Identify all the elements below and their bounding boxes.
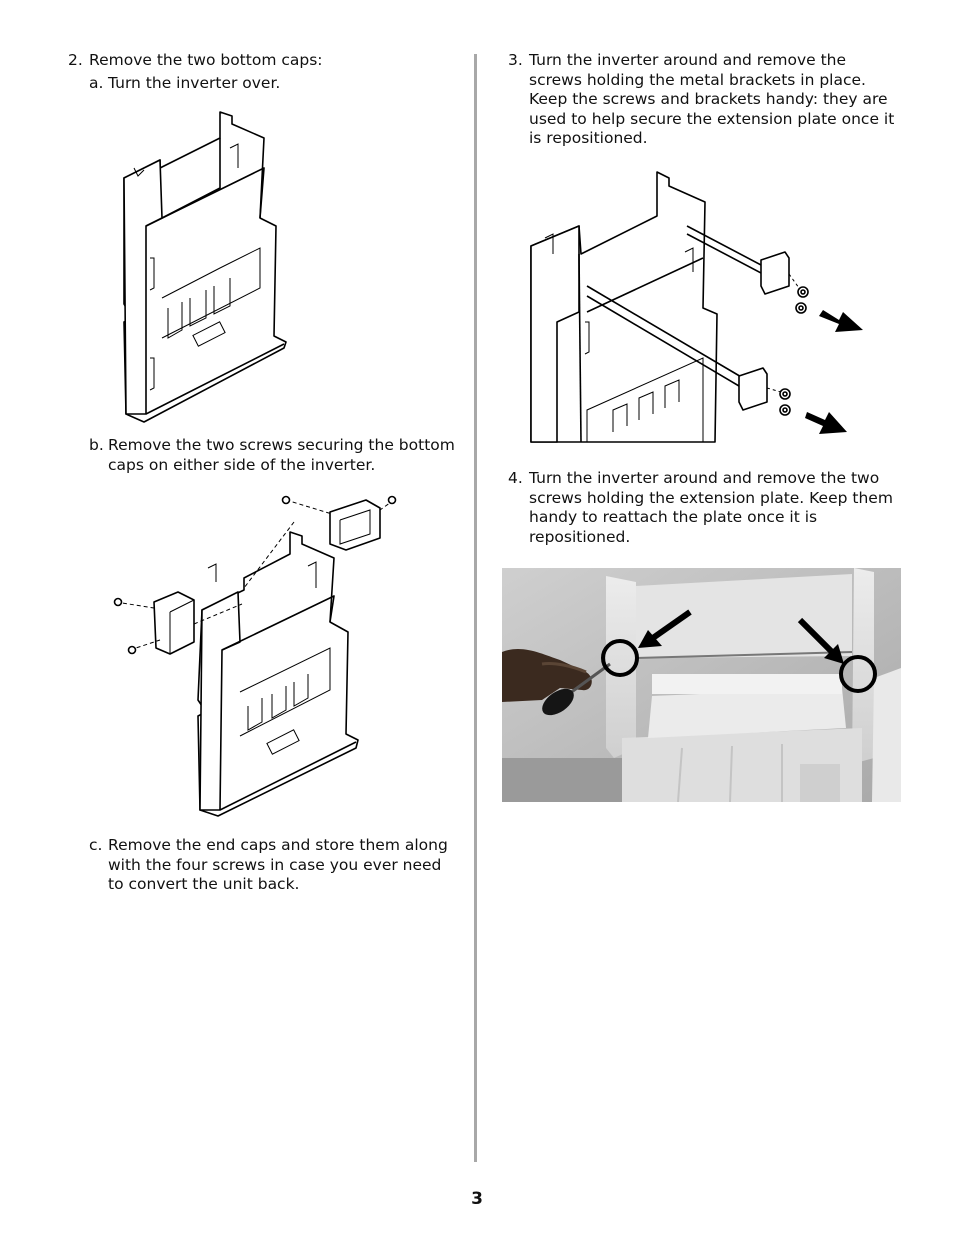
step-2b: b. Remove the two screws securing the bo…	[89, 436, 459, 475]
step-2-text: Remove the two bottom caps:	[89, 51, 323, 69]
step-3-number: 3.	[508, 51, 523, 69]
photo-illustration	[502, 568, 901, 802]
figure-inverter-turned-over	[123, 111, 287, 423]
step-3-text: Turn the inverter around and remove the …	[529, 51, 895, 147]
step-2c-label: c.	[89, 836, 103, 854]
step-2b-label: b.	[89, 436, 104, 454]
step-2c: c. Remove the end caps and store them al…	[89, 836, 459, 895]
step-2-number: 2.	[68, 51, 83, 69]
step-2a: a. Turn the inverter over.	[89, 74, 449, 94]
arrow-icon	[638, 630, 662, 648]
figure-remove-bracket-screws	[530, 171, 863, 443]
column-divider	[474, 54, 477, 1162]
screw-highlight-circle-right	[839, 655, 877, 693]
step-3: 3. Turn the inverter around and remove t…	[508, 51, 902, 149]
step-2: 2. Remove the two bottom caps:	[68, 51, 448, 71]
arrow-icon	[824, 644, 844, 664]
figure-remove-bottom-cap-screws	[113, 495, 397, 817]
step-2b-text: Remove the two screws securing the botto…	[108, 436, 455, 474]
step-4: 4. Turn the inverter around and remove t…	[508, 469, 902, 547]
step-2a-text: Turn the inverter over.	[108, 74, 281, 92]
photo-extension-plate-screws	[502, 568, 901, 802]
step-2a-label: a.	[89, 74, 104, 92]
screw-highlight-circle-left	[601, 639, 639, 677]
step-4-number: 4.	[508, 469, 523, 487]
page-number: 3	[471, 1189, 483, 1209]
arrow-icon	[805, 412, 847, 434]
step-4-text: Turn the inverter around and remove the …	[529, 469, 893, 546]
step-2c-text: Remove the end caps and store them along…	[108, 836, 448, 893]
arrow-icon	[819, 310, 863, 332]
